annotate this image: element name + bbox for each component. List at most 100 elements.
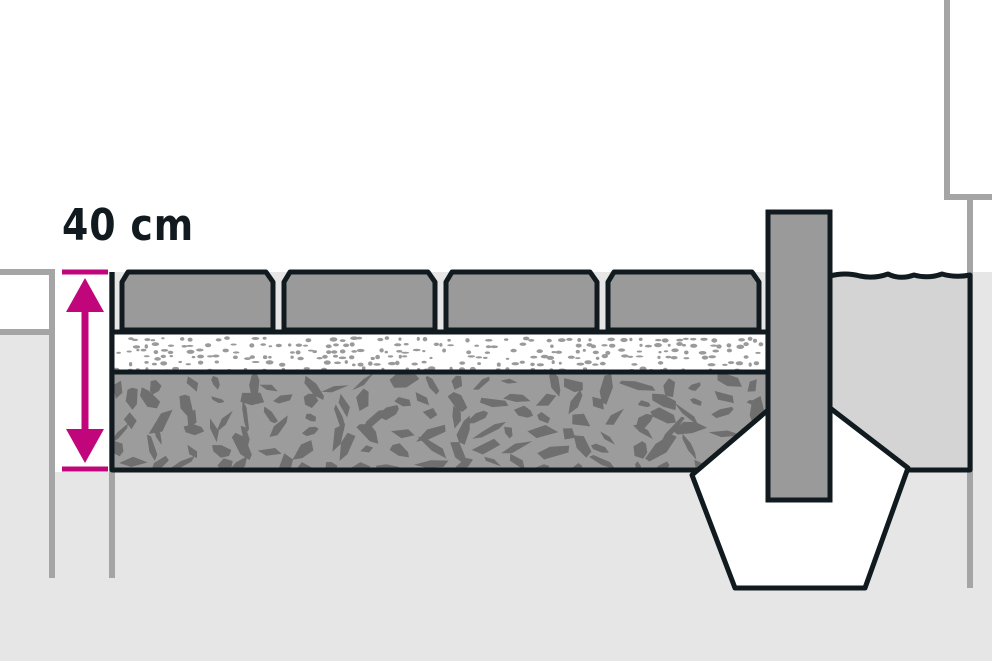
sand-speckle: [698, 351, 707, 355]
sand-speckle: [716, 344, 722, 349]
sand-speckle: [665, 355, 672, 359]
sand-speckle: [214, 360, 219, 364]
layer-outlines: [109, 272, 768, 473]
sand-speckle: [338, 356, 347, 360]
sand-speckle: [483, 356, 488, 359]
sand-speckle: [224, 336, 230, 340]
sand-speckle: [167, 344, 175, 347]
gravel-fragment: [217, 458, 233, 470]
paving-stone: [281, 269, 438, 333]
sand-speckle: [523, 336, 530, 341]
sand-speckle: [708, 355, 716, 359]
sand-speckle: [333, 354, 338, 358]
gravel-fragment: [672, 421, 708, 435]
sand-speckle: [357, 362, 364, 367]
sand-speckle: [474, 344, 480, 347]
gravel-fragment: [600, 431, 615, 445]
sand-speckle: [191, 355, 196, 359]
sand-speckle: [387, 355, 394, 358]
depth-dimension: [62, 269, 108, 472]
sand-speckle: [658, 351, 662, 354]
gravel-fragment: [417, 436, 447, 459]
sand-speckle: [132, 345, 141, 349]
sand-speckle: [439, 343, 443, 347]
gravel-fragment: [747, 379, 757, 392]
gravel-fragment: [303, 393, 319, 408]
sand-speckle: [403, 343, 409, 346]
gravel-fragment: [240, 392, 265, 406]
sand-speckle: [379, 348, 384, 353]
gravel-fragment: [501, 441, 533, 454]
sand-speckle: [295, 350, 301, 355]
sand-speckle: [339, 349, 346, 354]
sand-speckle: [230, 343, 237, 346]
gravel-fragment: [527, 425, 559, 439]
sand-speckle: [590, 344, 597, 349]
sand-speckle: [197, 360, 204, 365]
sand-speckle: [683, 357, 690, 360]
gravel-fragment: [450, 442, 466, 463]
sand-speckle: [657, 355, 661, 359]
sand-speckle: [205, 343, 212, 348]
sand-speckle: [682, 337, 689, 340]
sand-speckle: [339, 339, 346, 342]
sand-speckle: [350, 336, 359, 341]
sand-speckle: [151, 362, 157, 366]
gravel-fragment: [689, 398, 702, 406]
sand-speckle: [551, 351, 557, 354]
gravel-fragment: [113, 423, 128, 443]
sand-speckle: [682, 343, 686, 347]
gravel-fragment: [332, 423, 346, 452]
sand-speckle: [207, 355, 214, 358]
sand-speckle: [595, 356, 600, 360]
sand-speckle: [555, 350, 562, 354]
sand-speckle: [329, 337, 338, 342]
sand-speckle: [752, 338, 758, 343]
sand-speckle: [459, 361, 466, 365]
sand-speckle: [477, 362, 481, 366]
sand-speckle: [601, 344, 608, 347]
gravel-fragment: [452, 405, 461, 429]
gravel-fragment: [186, 376, 199, 392]
sand-speckle: [187, 337, 193, 342]
gravel-fragment: [259, 384, 278, 392]
sand-speckle: [743, 342, 749, 347]
sand-speckle: [128, 362, 133, 367]
gravel-fragment: [273, 394, 293, 404]
gravel-fragment: [263, 406, 278, 424]
sand-speckle: [607, 337, 615, 342]
gravel-fragment: [125, 387, 138, 410]
gravel-fragment: [688, 382, 701, 391]
gravel-fragment: [714, 390, 734, 404]
sand-speckle: [671, 348, 679, 353]
sand-speckle: [657, 361, 664, 365]
sand-speckle: [639, 343, 643, 347]
sand-speckle: [373, 363, 381, 366]
sand-speckle: [504, 338, 509, 341]
sand-speckle: [232, 351, 240, 354]
gravel-fragment: [415, 392, 430, 406]
gravel-fragment: [619, 380, 656, 391]
sand-speckle: [167, 350, 174, 355]
sand-speckle: [181, 345, 188, 348]
sand-speckle: [186, 344, 194, 347]
sand-speckle: [546, 338, 552, 343]
sand-speckle: [275, 343, 282, 348]
paving-stone: [443, 269, 600, 333]
sand-speckle: [416, 336, 420, 341]
sand-speckle: [411, 362, 418, 366]
sand-speckle: [690, 343, 698, 348]
sand-speckle: [576, 362, 585, 366]
sand-speckle: [519, 342, 527, 346]
sand-speckle: [575, 343, 582, 348]
gravel-fragment: [242, 399, 249, 432]
sand-speckle: [505, 357, 510, 360]
sand-speckle: [700, 337, 708, 341]
sand-speckle: [605, 350, 611, 355]
sand-speckle: [144, 338, 151, 342]
gravel-fragment: [304, 375, 324, 400]
gravel-fragment: [113, 380, 123, 399]
sand-speckle: [160, 361, 168, 366]
sand-speckle: [305, 338, 312, 343]
sand-speckle: [599, 361, 606, 366]
